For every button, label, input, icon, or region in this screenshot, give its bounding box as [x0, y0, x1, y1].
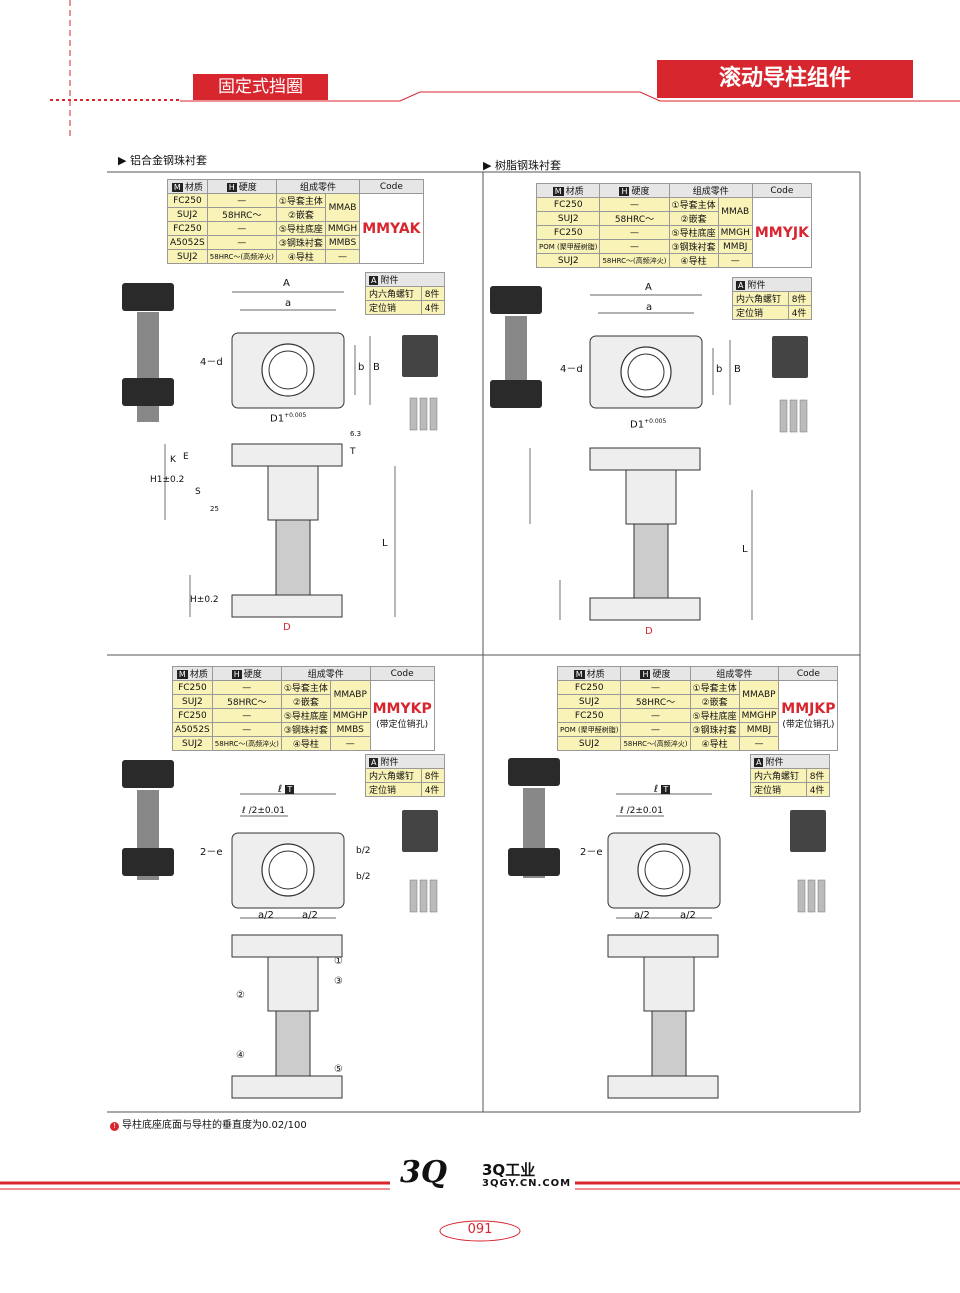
- perpendicularity-note: !导柱底座底面与导柱的垂直度为0.02/100: [110, 1116, 307, 1131]
- dim-a2a-4: a/2: [634, 910, 650, 921]
- section-title-resin: ▶ 树脂钢珠衬套: [483, 159, 561, 172]
- dim-D1: D1+0.005: [270, 412, 307, 425]
- callout-2: ②: [236, 990, 245, 1001]
- dim-2e-3: 2－e: [200, 847, 223, 858]
- dim-L-2: L: [742, 544, 748, 555]
- brand-logo-icon: 3Q: [400, 1155, 448, 1190]
- product-code: MMJKP: [781, 701, 836, 717]
- product-code: MMYAK: [362, 220, 421, 237]
- dim-B: B: [373, 362, 380, 373]
- dim-2e-4: 2－e: [580, 847, 603, 858]
- dim-a2b-4: a/2: [680, 910, 696, 921]
- section-tag-fixed-retainer: 固定式挡圈: [193, 74, 328, 100]
- dim-L: L: [382, 538, 388, 549]
- callout-1: ①: [334, 956, 343, 967]
- brand-name: 3Q工业: [482, 1161, 536, 1179]
- callout-4: ④: [236, 1050, 245, 1061]
- dim-b2b-3: b/2: [356, 872, 371, 882]
- dim-a-2: a: [646, 302, 653, 313]
- section-title-aluminum: ▶ 铝合金钢珠衬套: [118, 154, 207, 167]
- dim-E: E: [183, 452, 189, 462]
- dim-a2b-3: a/2: [302, 910, 318, 921]
- dim-B-2: B: [734, 364, 741, 375]
- page-number: 091: [467, 1222, 493, 1237]
- dim-l-3: ℓ T: [278, 784, 295, 795]
- dim-l2-4: ℓ /2±0.01: [620, 806, 663, 816]
- dim-a2a-3: a/2: [258, 910, 274, 921]
- dim-K: K: [170, 455, 176, 465]
- dim-l2-3: ℓ /2±0.01: [242, 806, 285, 816]
- dim-T: T: [350, 447, 356, 457]
- dim-l-4: ℓ T: [654, 784, 671, 795]
- roughness-63: 6.3: [350, 430, 362, 438]
- dim-H: H±0.2: [190, 595, 219, 605]
- dim-a: a: [285, 298, 292, 309]
- dim-H1: H1±0.2: [150, 475, 185, 485]
- dim-S: S: [195, 487, 201, 497]
- product-photo-icons: [122, 283, 560, 880]
- dim-A-2: A: [645, 282, 652, 293]
- dim-D-2: D: [645, 626, 653, 637]
- page-category-title: 滚动导柱组件: [657, 60, 913, 98]
- dim-D: D: [283, 622, 291, 633]
- product-code: MMYJK: [754, 224, 809, 241]
- dim-4d: 4－d: [200, 357, 223, 368]
- dim-A: A: [283, 278, 290, 289]
- roughness-25: 25: [210, 505, 219, 513]
- dim-b-2: b: [716, 364, 723, 375]
- brand-url: 3QGY.CN.COM: [482, 1178, 572, 1189]
- dim-D1-2: D1+0.005: [630, 418, 667, 431]
- dim-4d-2: 4－d: [560, 364, 583, 375]
- callout-5: ⑤: [334, 1064, 343, 1075]
- dim-b: b: [358, 362, 365, 373]
- dim-b2a-3: b/2: [356, 846, 371, 856]
- alert-icon: !: [110, 1122, 119, 1131]
- product-code: MMYKP: [372, 701, 432, 717]
- callout-3: ③: [334, 976, 343, 987]
